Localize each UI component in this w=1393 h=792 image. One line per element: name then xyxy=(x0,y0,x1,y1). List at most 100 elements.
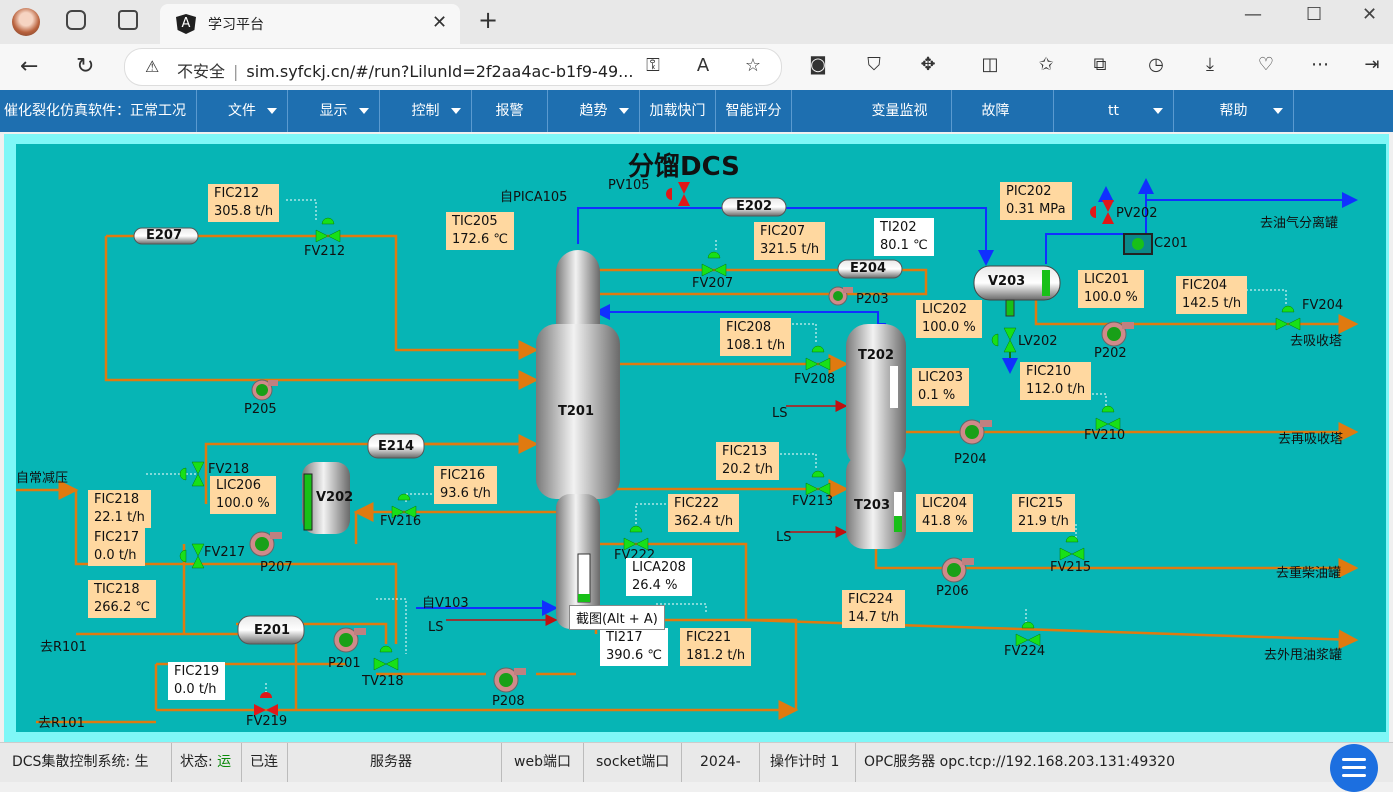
lic202-tag: LIC202 xyxy=(922,302,967,317)
menu-variable-monitor[interactable]: 变量监视 xyxy=(792,90,952,132)
tic218-tag: TIC218 xyxy=(94,582,140,597)
pv105-label[interactable]: PV105 xyxy=(608,178,650,193)
menu-fab-button[interactable] xyxy=(1330,744,1378,792)
fv216-label[interactable]: FV216 xyxy=(380,514,422,529)
menu-alarm[interactable]: 报警 xyxy=(472,90,548,132)
fv204-label[interactable]: FV204 xyxy=(1302,298,1344,313)
menu-display[interactable]: 显示 xyxy=(288,90,380,132)
extension-game-icon[interactable]: ◙ xyxy=(809,54,827,75)
stream-from-pica105: 自PICA105 xyxy=(500,190,568,205)
tic205-tag: TIC205 xyxy=(452,214,498,229)
lv202-label[interactable]: LV202 xyxy=(1018,334,1058,349)
fv224-label[interactable]: FV224 xyxy=(1004,644,1046,659)
menu-tt[interactable]: tt xyxy=(1054,90,1174,132)
menu-control[interactable]: 控制 xyxy=(380,90,472,132)
browser-health-icon[interactable]: ♡ xyxy=(1257,54,1275,75)
maximize-icon[interactable]: ☐ xyxy=(1306,4,1323,25)
favorite-star-icon[interactable]: ☆ xyxy=(744,55,762,76)
new-tab-icon[interactable]: + xyxy=(478,6,499,34)
more-menu-icon[interactable]: ⋯ xyxy=(1311,54,1329,75)
tab-learning-platform[interactable]: A 学习平台 ✕ xyxy=(160,4,460,44)
t203-label: T203 xyxy=(854,498,891,513)
fv210-label[interactable]: FV210 xyxy=(1084,428,1126,443)
read-aloud-icon[interactable]: A xyxy=(696,55,710,76)
fv213-label[interactable]: FV213 xyxy=(792,494,834,509)
p208-label[interactable]: P208 xyxy=(492,694,525,709)
tv218-label[interactable]: TV218 xyxy=(362,674,404,689)
menu-smart-score[interactable]: 智能评分 xyxy=(716,90,792,132)
stream-from-v103: 自V103 xyxy=(422,596,469,611)
fv207-label[interactable]: FV207 xyxy=(692,276,734,291)
p203-label[interactable]: P203 xyxy=(856,292,889,307)
fv208-label[interactable]: FV208 xyxy=(794,372,836,387)
download-icon[interactable]: ⤓ xyxy=(1206,54,1214,75)
fv219-label[interactable]: FV219 xyxy=(246,714,288,729)
pv202-label[interactable]: PV202 xyxy=(1116,206,1158,221)
fv218-label[interactable]: FV218 xyxy=(208,462,250,477)
refresh-icon[interactable]: ↻ xyxy=(76,54,95,79)
p206-label[interactable]: P206 xyxy=(936,584,969,599)
menu-fault[interactable]: 故障 xyxy=(952,90,1054,132)
key-icon[interactable]: ⚿ xyxy=(646,55,660,76)
menu-load-snapshot[interactable]: 加载快门 xyxy=(640,90,716,132)
fv217-label[interactable]: FV217 xyxy=(204,545,246,560)
p201-label[interactable]: P201 xyxy=(328,656,361,671)
extensions-puzzle-icon[interactable]: ✥ xyxy=(920,54,936,75)
window-close-icon[interactable]: ✕ xyxy=(1362,4,1378,25)
fic218-tag: FIC218 xyxy=(94,492,140,507)
lic202-value: 100.0 xyxy=(922,320,960,335)
favorites-icon[interactable]: ✩ xyxy=(1038,54,1054,75)
collections-add-icon[interactable]: ⧉ xyxy=(1093,54,1107,75)
p204-label[interactable]: P204 xyxy=(954,452,987,467)
split-screen-icon[interactable]: ◫ xyxy=(981,54,999,75)
fv212-label[interactable]: FV212 xyxy=(304,244,346,259)
e204-shape xyxy=(837,259,903,279)
p202-label[interactable]: P202 xyxy=(1094,346,1127,361)
collections-icon[interactable] xyxy=(66,10,86,30)
history-icon[interactable]: ◷ xyxy=(1148,54,1164,75)
diagram-frame: 分馏DCS E207 E202 E204 E214 E201 T201 T202… xyxy=(4,134,1389,742)
menu-help[interactable]: 帮助 xyxy=(1174,90,1294,132)
stream-to-gas: 去油气分离罐 xyxy=(1260,216,1339,231)
address-bar[interactable]: ⚠ 不安全|sim.syfckj.cn/#/run?LilunId=2f2aa4… xyxy=(124,48,782,86)
menu-trend[interactable]: 趋势 xyxy=(548,90,640,132)
warning-icon[interactable]: ⚠ xyxy=(145,57,160,76)
p207-label[interactable]: P207 xyxy=(260,560,293,575)
ublock-shield-icon[interactable]: ⛉ xyxy=(867,54,881,75)
sidebar-toggle-icon[interactable]: ⇥ xyxy=(1364,54,1380,75)
url-text[interactable]: 不安全|sim.syfckj.cn/#/run?LilunId=2f2aa4ac… xyxy=(177,62,634,81)
tab-actions-icon[interactable] xyxy=(118,10,138,30)
back-icon[interactable]: ← xyxy=(20,54,39,79)
profile-avatar[interactable] xyxy=(12,8,40,36)
p205-label[interactable]: P205 xyxy=(244,402,277,417)
menu-file[interactable]: 文件 xyxy=(196,90,288,132)
fv215-label[interactable]: FV215 xyxy=(1050,560,1092,575)
minimize-icon[interactable]: — xyxy=(1244,4,1262,25)
close-tab-icon[interactable]: ✕ xyxy=(432,12,448,33)
